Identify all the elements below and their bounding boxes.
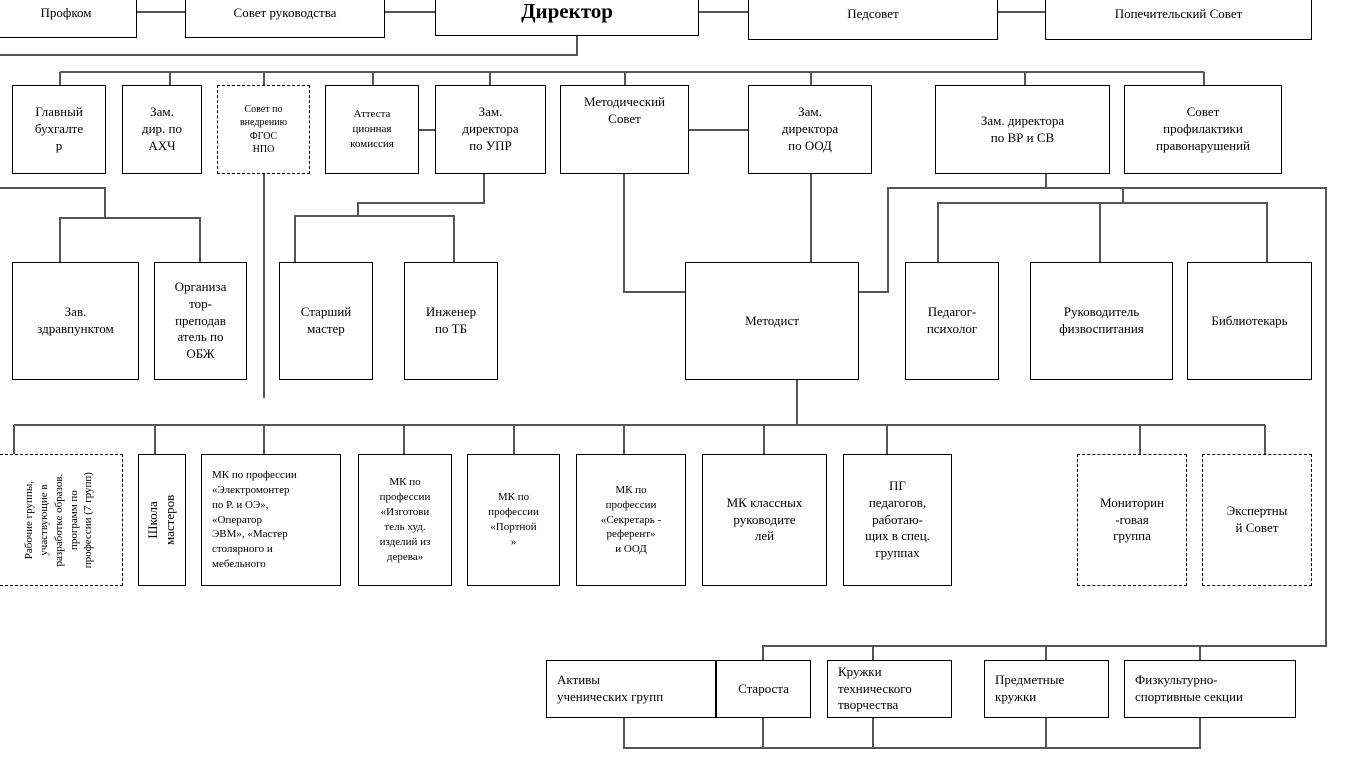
connector <box>357 174 485 216</box>
node-pedagog-psiholog: Педагог- психолог <box>905 262 999 380</box>
node-director: Директор <box>435 0 699 36</box>
node-mk-portnoy: МК по профессии «Портной » <box>467 454 560 586</box>
node-metod-sovet: Методический Совет <box>560 85 689 174</box>
node-attest: Аттеста ционная комиссия <box>325 85 419 174</box>
node-mk-klassnyh: МК классных руководите лей <box>702 454 827 586</box>
node-starshiy-master: Старший мастер <box>279 262 373 380</box>
node-organizator-obzh: Организа тор- преподав атель по ОБЖ <box>154 262 247 380</box>
node-sovet-profilaktiki: Совет профилактики правонарушений <box>1124 85 1282 174</box>
node-zam-ahch: Зам. дир. по АХЧ <box>122 85 202 174</box>
node-rabochie-gruppy: Рабочие группы, участвующие в разработке… <box>0 454 123 586</box>
connector <box>59 217 201 262</box>
connector <box>623 718 1201 749</box>
node-mk-sekretar: МК по профессии «Секретарь - референт» и… <box>576 454 686 586</box>
connector <box>0 36 578 56</box>
node-sovet-rukovodstva: Совет руководства <box>185 0 385 38</box>
node-shkola-masterov: Школа мастеров <box>138 454 186 586</box>
node-mk-izgotovitel: МК по профессии «Изготови тель худ. изде… <box>358 454 452 586</box>
node-zam-vr: Зам. директора по ВР и СВ <box>935 85 1110 174</box>
node-inzhener-tb: Инженер по ТБ <box>404 262 498 380</box>
node-sovet-fgos: Совет по внедрению ФГОС НПО <box>217 85 310 174</box>
node-monitoringovaya-gruppa: Мониторин -говая группа <box>1077 454 1187 586</box>
node-mk-elektromonter: МК по профессии «Электромонтер по Р. и О… <box>201 454 341 586</box>
node-pedsovet: Педсовет <box>748 0 998 40</box>
node-aktivy-grupp: Активы ученических групп <box>546 660 716 718</box>
node-shkola-masterov-label: Школа мастеров <box>145 494 178 546</box>
node-fizvospitanie: Руководитель физвоспитания <box>1030 262 1173 380</box>
connector <box>937 202 1268 262</box>
node-predmetnye-kruzhki: Предметные кружки <box>984 660 1109 718</box>
node-bibliotekar: Библиотекарь <box>1187 262 1312 380</box>
node-zav-zdravpunktom: Зав. здравпунктом <box>12 262 139 380</box>
node-glavbuh: Главный бухгалте р <box>12 85 106 174</box>
node-zam-ood: Зам. директора по ООД <box>748 85 872 174</box>
connector <box>294 215 455 262</box>
node-kruzhki-tehnicheskogo: Кружки технического творчества <box>827 660 952 718</box>
connector <box>0 187 106 218</box>
connector <box>762 187 1327 660</box>
node-starosta: Староста <box>716 660 811 718</box>
node-rabochie-gruppy-label: Рабочие группы, участвующие в разработке… <box>22 471 95 569</box>
connector <box>623 174 685 293</box>
node-profkom: Профком <box>0 0 137 38</box>
node-pg-pedagogov: ПГ педагогов, работаю- щих в спец. групп… <box>843 454 952 586</box>
node-metodist: Методист <box>685 262 859 380</box>
node-fizkult-sekcii: Физкультурно- спортивные секции <box>1124 660 1296 718</box>
node-popechitelsky-sovet: Попечительский Совет <box>1045 0 1312 40</box>
node-zam-upr: Зам. директора по УПР <box>435 85 546 174</box>
node-ekspertny-sovet: Экспертны й Совет <box>1202 454 1312 586</box>
